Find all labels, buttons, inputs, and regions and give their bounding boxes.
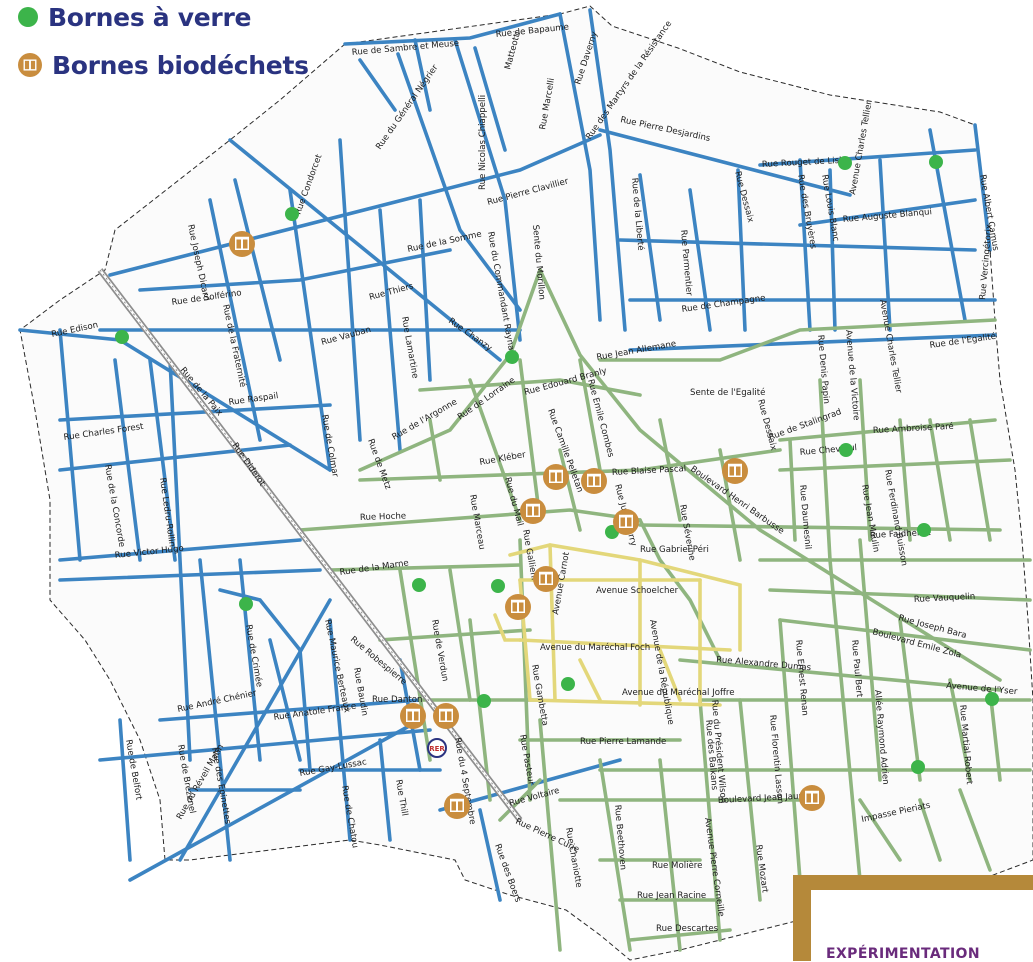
glass-point[interactable] (491, 579, 505, 593)
glass-point[interactable] (561, 677, 575, 691)
biowaste-point[interactable] (519, 497, 547, 525)
glass-point[interactable] (839, 443, 853, 457)
legend-biowaste: Bornes biodéchets (18, 48, 309, 82)
glass-point[interactable] (911, 760, 925, 774)
biowaste-point[interactable] (432, 702, 460, 730)
biowaste-point[interactable] (228, 230, 256, 258)
biowaste-bin-icon (18, 53, 42, 77)
green-dot-icon (18, 7, 38, 27)
biowaste-point[interactable] (798, 784, 826, 812)
biowaste-point[interactable] (532, 565, 560, 593)
biowaste-point[interactable] (504, 593, 532, 621)
glass-points (115, 155, 999, 774)
glass-point[interactable] (239, 597, 253, 611)
map-legend: Bornes à verre Bornes biodéchets (18, 0, 309, 96)
biowaste-point[interactable] (580, 467, 608, 495)
street-label: Rue Ambroise Paré (873, 421, 954, 436)
glass-point[interactable] (477, 694, 491, 708)
experimentation-title: EXPÉRIMENTATION (826, 946, 980, 962)
glass-point[interactable] (838, 156, 852, 170)
street-label: Rue Danton (372, 695, 422, 705)
street-label: Rue Hoche (360, 511, 407, 523)
experimentation-badge (811, 890, 1033, 961)
biowaste-point[interactable] (443, 792, 471, 820)
street-label: Rue Nicolas Chiappelli (478, 95, 488, 190)
biowaste-point[interactable] (612, 508, 640, 536)
street-label: Avenue du Maréchal Foch (540, 642, 650, 653)
biowaste-point[interactable] (721, 457, 749, 485)
street-label: Rue Descartes (656, 924, 719, 934)
rer-label: RER (429, 745, 445, 753)
street-label: Rue Gabriel Péri (640, 544, 709, 555)
legend-biowaste-label: Bornes biodéchets (52, 50, 309, 80)
glass-point[interactable] (985, 692, 999, 706)
street-label: Rue Blaise Pascal (612, 464, 687, 478)
glass-point[interactable] (412, 578, 426, 592)
glass-point[interactable] (285, 207, 299, 221)
glass-point[interactable] (917, 523, 931, 537)
street-label: Rue Faidherbe (870, 528, 932, 541)
legend-glass: Bornes à verre (18, 0, 309, 34)
street-label: Avenue du Maréchal Joffre (622, 687, 735, 698)
biowaste-point[interactable] (399, 702, 427, 730)
street-label: Avenue Schoelcher (596, 586, 679, 596)
glass-point[interactable] (929, 155, 943, 169)
street-label: Rue Rouget de Lisle (762, 156, 847, 170)
street-label: Sente de l'Egalité (690, 387, 765, 398)
glass-point[interactable] (115, 330, 129, 344)
biowaste-point[interactable] (542, 463, 570, 491)
street-label: Rue Pierre Lamande (580, 737, 666, 747)
street-label: Rue Molière (652, 860, 702, 871)
rer-station-marker: RER (427, 738, 447, 758)
glass-point[interactable] (505, 350, 519, 364)
legend-glass-label: Bornes à verre (48, 2, 252, 32)
street-label: Boulevard Jean Jaurès (718, 790, 813, 806)
street-label: Rue Vauquelin (914, 592, 976, 605)
street-label: Rue Jean Racine (637, 891, 706, 901)
